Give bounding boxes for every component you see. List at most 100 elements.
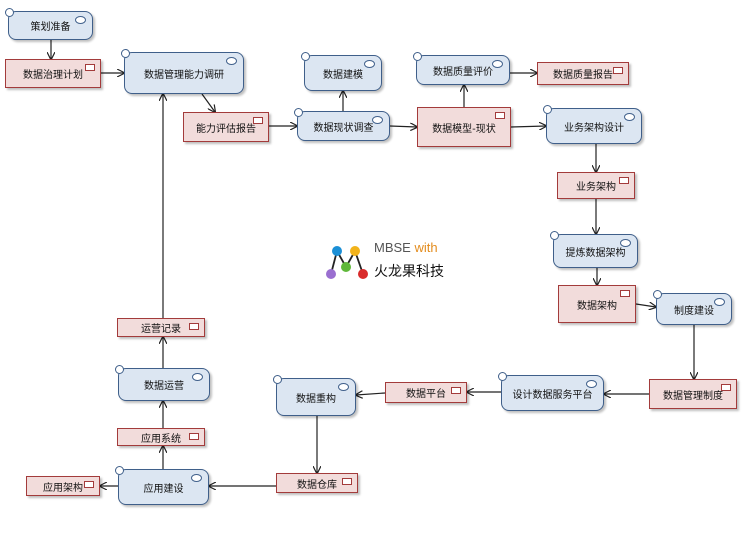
node-label: 数据质量评价 bbox=[433, 66, 493, 78]
node-capability-survey[interactable]: 数据管理能力调研 bbox=[121, 49, 244, 94]
logo-dot bbox=[332, 246, 342, 256]
node-label: 制度建设 bbox=[674, 305, 714, 317]
node-label: 应用系统 bbox=[141, 433, 181, 445]
object-flow-icon bbox=[620, 290, 630, 297]
object-flow-icon bbox=[451, 387, 461, 394]
node-business-arch[interactable]: 业务架构 bbox=[557, 172, 635, 199]
object-flow-icon bbox=[84, 481, 94, 488]
node-label: 设计数据服务平台 bbox=[512, 389, 593, 401]
pin-icon bbox=[115, 365, 124, 374]
node-label: 数据运营 bbox=[144, 381, 184, 392]
brand-mbse: MBSE bbox=[374, 240, 411, 255]
node-capability-report[interactable]: 能力评估报告 bbox=[183, 112, 269, 142]
node-label: 提炼数据架构 bbox=[565, 247, 626, 259]
node-business-arch-design[interactable]: 业务架构设计 bbox=[543, 105, 642, 144]
node-app-system[interactable]: 应用系统 bbox=[117, 428, 205, 446]
node-data-operation[interactable]: 数据运营 bbox=[115, 365, 210, 401]
node-data-arch[interactable]: 数据架构 bbox=[558, 285, 636, 323]
node-label: 数据架构 bbox=[577, 300, 617, 312]
node-data-status-survey[interactable]: 数据现状调查 bbox=[294, 108, 390, 141]
pin-icon bbox=[294, 108, 303, 117]
object-flow-icon bbox=[189, 433, 199, 440]
node-data-warehouse[interactable]: 数据仓库 bbox=[276, 473, 358, 493]
logo-mark-icon bbox=[326, 246, 368, 279]
object-flow-icon bbox=[613, 67, 623, 74]
node-data-quality-eval[interactable]: 数据质量评价 bbox=[413, 52, 510, 85]
node-label: 应用架构 bbox=[43, 482, 83, 494]
node-data-modeling[interactable]: 数据建模 bbox=[301, 52, 382, 91]
rake-icon bbox=[364, 60, 375, 68]
edge-data-status-survey-to-data-model-current bbox=[389, 126, 417, 127]
node-plan-prep[interactable]: 策划准备 bbox=[5, 8, 93, 40]
object-flow-icon bbox=[721, 384, 731, 391]
node-extract-data-arch[interactable]: 提炼数据架构 bbox=[550, 231, 638, 268]
node-label: 业务架构 bbox=[576, 182, 616, 193]
rake-icon bbox=[620, 239, 631, 247]
rake-icon bbox=[192, 373, 203, 381]
node-design-data-service-platform[interactable]: 设计数据服务平台 bbox=[498, 372, 604, 411]
rake-icon bbox=[586, 380, 597, 388]
node-label: 策划准备 bbox=[30, 22, 71, 33]
node-label: 业务架构设计 bbox=[564, 122, 624, 134]
rake-icon bbox=[714, 298, 725, 306]
rake-icon bbox=[372, 116, 383, 124]
brand-english: MBSE with bbox=[374, 240, 438, 255]
node-label: 数据管理能力调研 bbox=[144, 69, 224, 81]
logo-dot bbox=[350, 246, 360, 256]
node-app-building[interactable]: 应用建设 bbox=[115, 466, 209, 505]
object-flow-icon bbox=[85, 64, 95, 71]
node-label: 数据建模 bbox=[323, 69, 363, 81]
pin-icon bbox=[5, 8, 14, 17]
node-label: 能力评估报告 bbox=[196, 123, 256, 135]
brand-chinese: 火龙果科技 bbox=[374, 264, 444, 280]
brand-logo: MBSE with 火龙果科技 bbox=[325, 240, 455, 282]
edge-data-model-current-to-business-arch-design bbox=[510, 126, 546, 127]
rake-icon bbox=[226, 57, 237, 65]
pin-icon bbox=[413, 52, 422, 61]
pin-icon bbox=[121, 49, 130, 58]
logo-dot bbox=[326, 269, 336, 279]
node-data-mgmt-policy[interactable]: 数据管理制度 bbox=[649, 379, 737, 409]
pin-icon bbox=[653, 290, 662, 299]
node-data-rebuild[interactable]: 数据重构 bbox=[273, 375, 356, 416]
rake-icon bbox=[338, 383, 349, 391]
node-label: 数据仓库 bbox=[297, 479, 337, 491]
node-label: 数据管理制度 bbox=[663, 390, 723, 402]
node-operation-record[interactable]: 运营记录 bbox=[117, 318, 205, 337]
node-label: 运营记录 bbox=[141, 324, 181, 335]
logo-dot bbox=[341, 262, 351, 272]
pin-icon bbox=[301, 52, 310, 61]
node-policy-building[interactable]: 制度建设 bbox=[653, 290, 732, 325]
node-label: 数据治理计划 bbox=[23, 70, 83, 81]
rake-icon bbox=[624, 113, 635, 121]
node-app-arch[interactable]: 应用架构 bbox=[26, 476, 100, 496]
rake-icon bbox=[191, 474, 202, 482]
rake-icon bbox=[75, 16, 86, 24]
brand-with: with bbox=[414, 240, 438, 255]
object-flow-icon bbox=[619, 177, 629, 184]
object-flow-icon bbox=[189, 323, 199, 330]
pin-icon bbox=[115, 466, 124, 475]
edge-data-arch-to-policy-building bbox=[635, 304, 656, 307]
logo-dot bbox=[358, 269, 368, 279]
object-flow-icon bbox=[253, 117, 263, 124]
pin-icon bbox=[498, 372, 507, 381]
node-label: 数据现状调查 bbox=[313, 122, 374, 134]
pin-icon bbox=[550, 231, 559, 240]
edge-capability-survey-to-capability-report bbox=[201, 93, 215, 112]
edge-data-platform-to-data-rebuild bbox=[356, 393, 386, 395]
node-data-quality-report[interactable]: 数据质量报告 bbox=[537, 62, 629, 85]
node-label: 数据重构 bbox=[296, 393, 336, 405]
node-label: 应用建设 bbox=[143, 483, 184, 495]
node-governance-plan[interactable]: 数据治理计划 bbox=[5, 59, 101, 88]
pin-icon bbox=[273, 375, 282, 384]
pin-icon bbox=[543, 105, 552, 114]
object-flow-icon bbox=[342, 478, 352, 485]
object-flow-icon bbox=[495, 112, 505, 119]
node-label: 数据模型-现状 bbox=[432, 123, 496, 135]
node-data-platform[interactable]: 数据平台 bbox=[385, 382, 467, 403]
node-data-model-current[interactable]: 数据模型-现状 bbox=[417, 107, 511, 147]
node-label: 数据平台 bbox=[406, 389, 446, 400]
